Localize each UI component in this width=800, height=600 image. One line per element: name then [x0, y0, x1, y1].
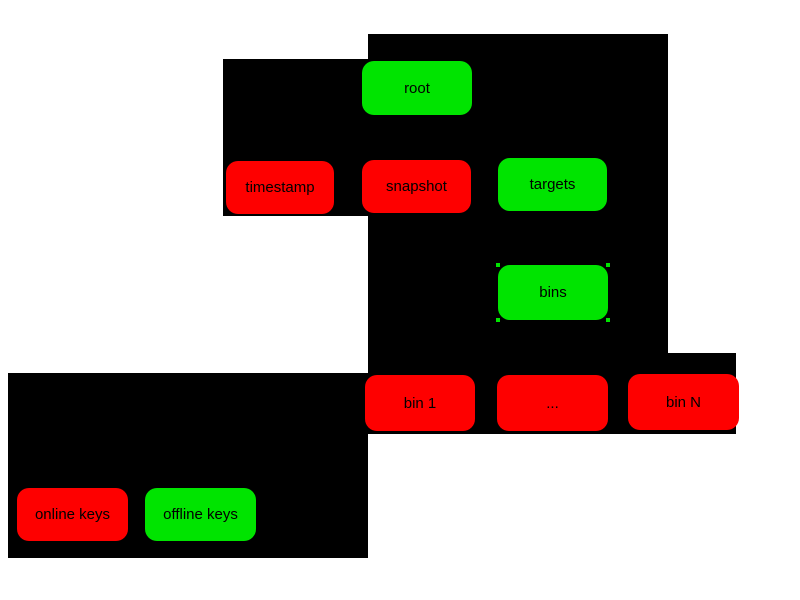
- node-bins-label: bins: [539, 284, 567, 301]
- node-targets: targets: [498, 158, 607, 211]
- node-root: root: [362, 61, 472, 115]
- node-bin-1-label: bin 1: [403, 394, 437, 412]
- node-bin-1: bin 1: [365, 375, 475, 431]
- legend-online-keys: online keys: [17, 488, 128, 541]
- legend-offline-keys: offline keys: [145, 488, 256, 541]
- node-bin-n: bin N: [628, 374, 739, 430]
- selection-handle: [606, 318, 610, 322]
- node-snapshot-label: snapshot: [386, 178, 447, 195]
- node-timestamp-label: timestamp: [245, 179, 315, 196]
- node-bin-n-label: bin N: [665, 393, 702, 411]
- selection-handle: [606, 263, 610, 267]
- node-timestamp: timestamp: [226, 161, 334, 214]
- node-snapshot: snapshot: [362, 160, 471, 213]
- node-root-label: root: [404, 79, 430, 97]
- node-bin-ellipsis-label: ...: [546, 394, 559, 412]
- node-targets-label: targets: [529, 176, 576, 193]
- selection-handle: [496, 263, 500, 267]
- selection-handle: [496, 318, 500, 322]
- node-bin-ellipsis: ...: [497, 375, 608, 431]
- node-bins: bins: [496, 263, 610, 322]
- legend-offline-keys-label: offline keys: [163, 506, 238, 523]
- legend-online-keys-label: online keys: [34, 506, 111, 523]
